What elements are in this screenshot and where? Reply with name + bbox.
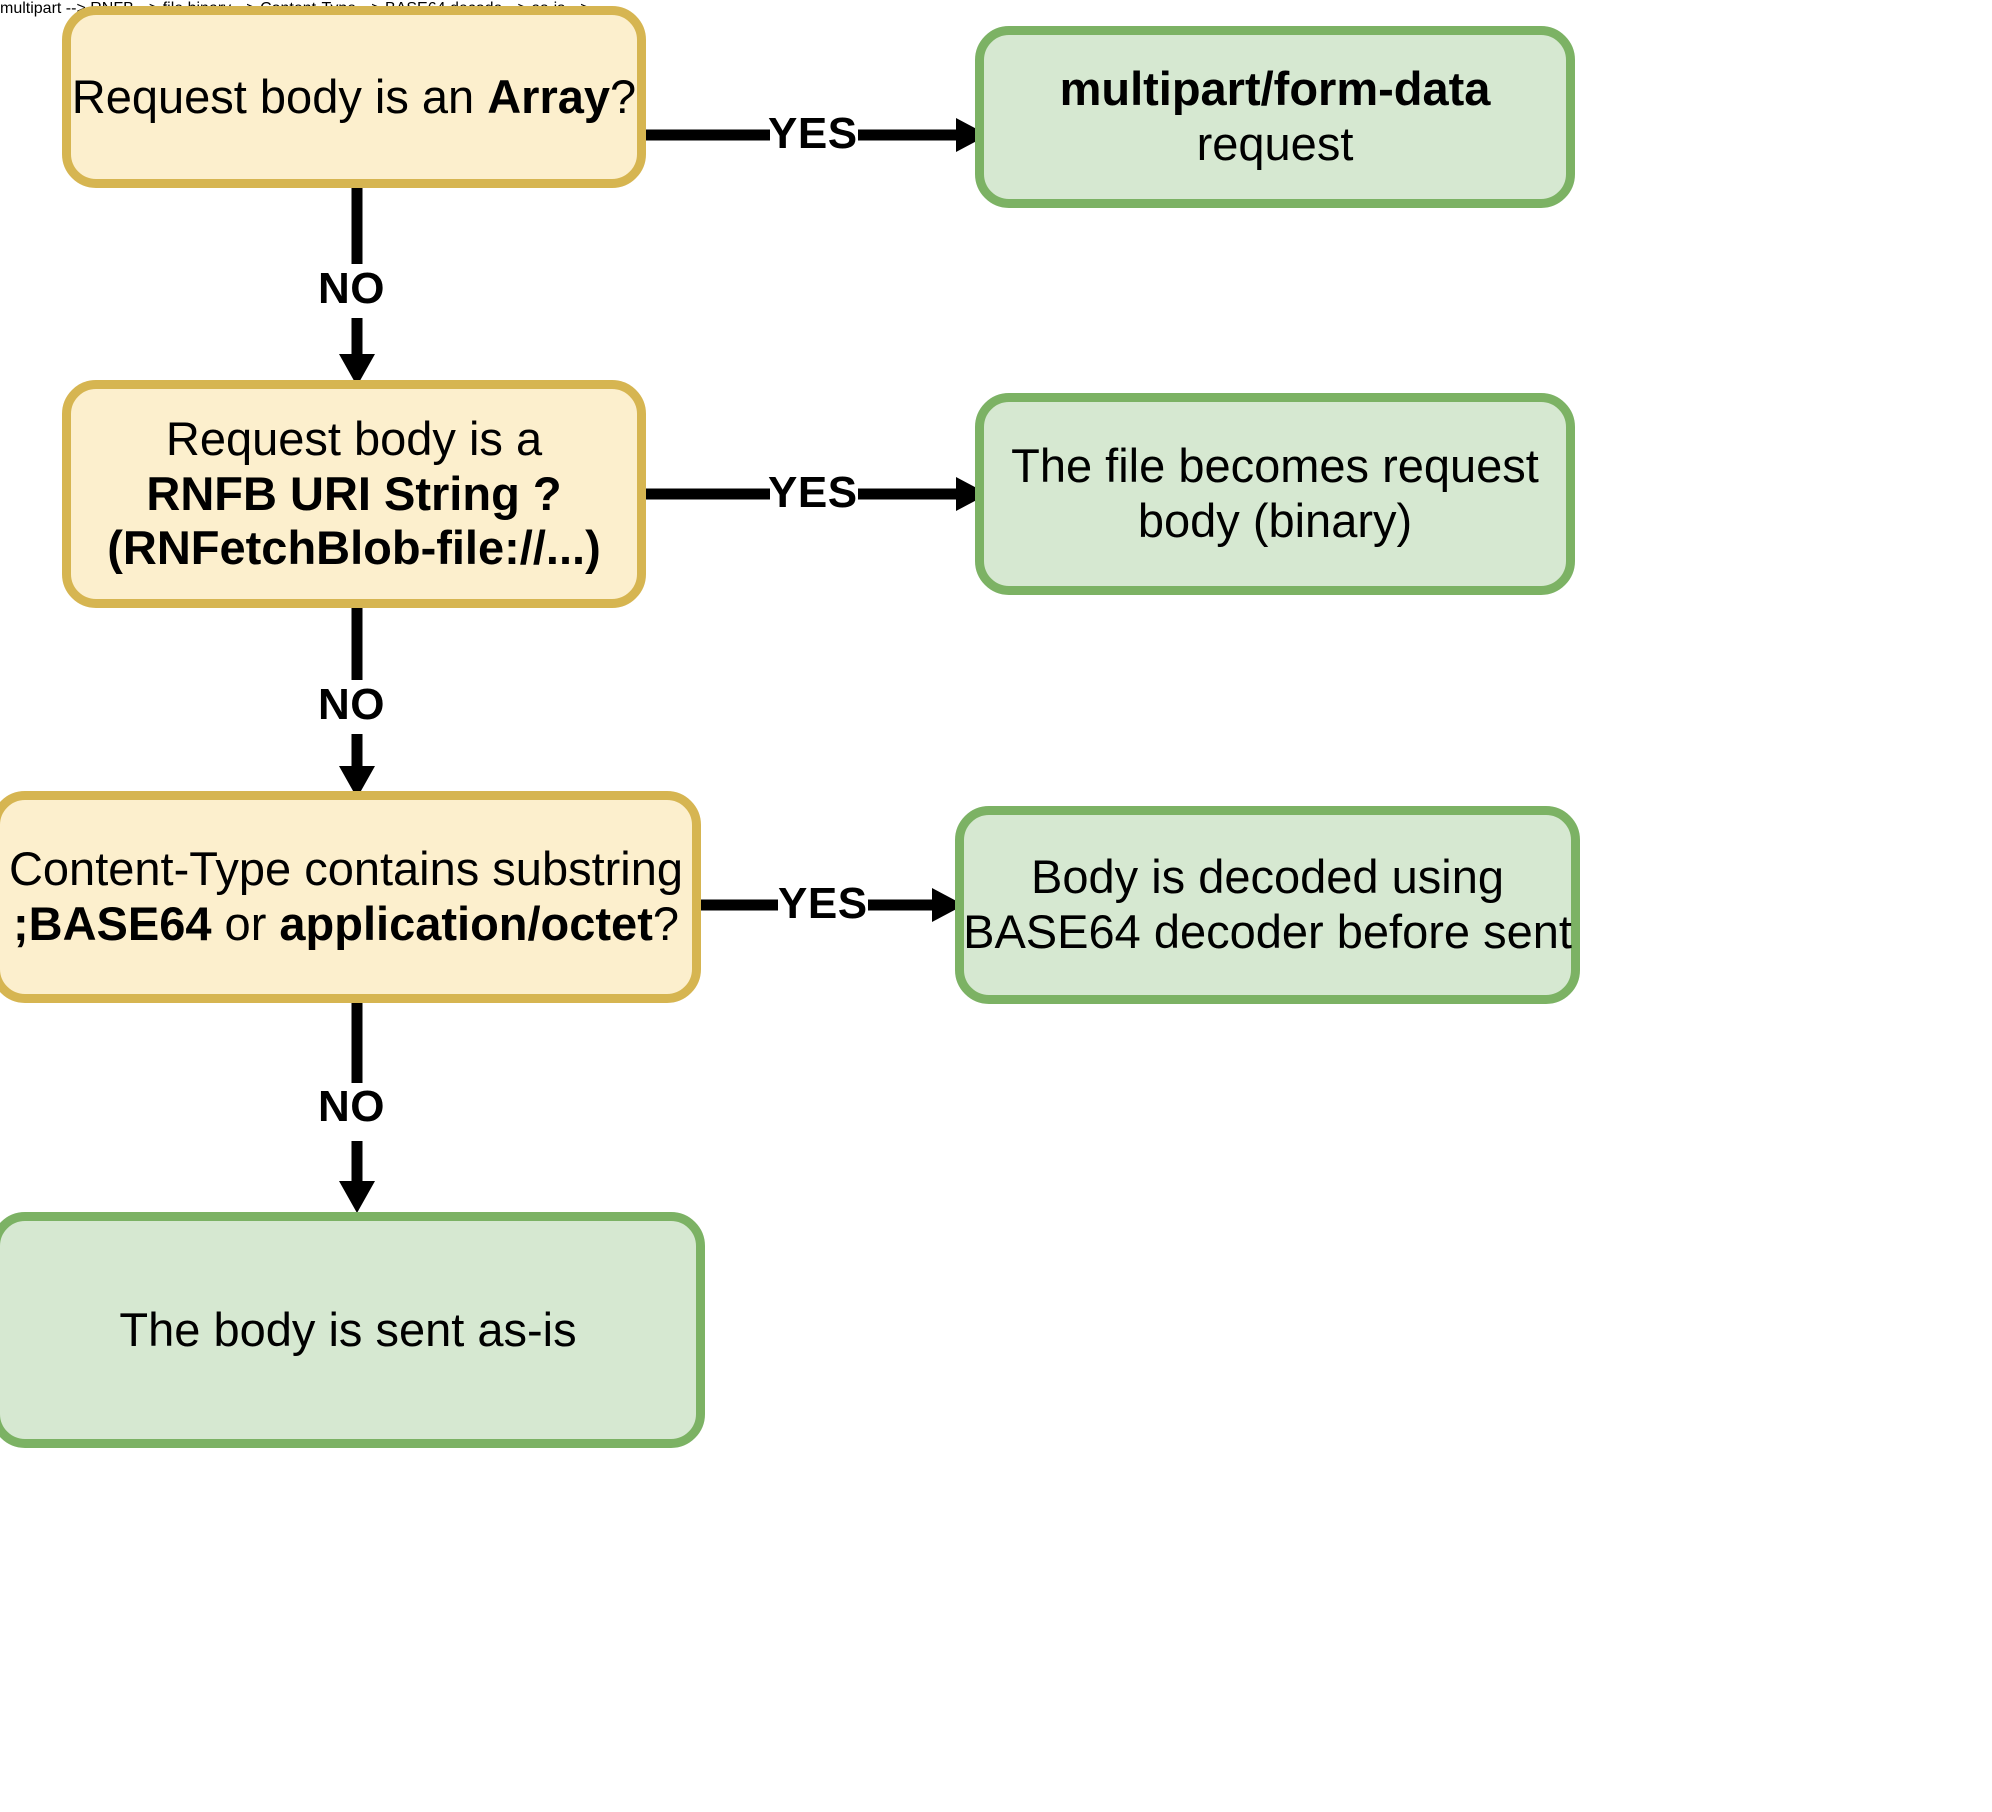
node-file-binary-result-line1: The file becomes request — [1011, 439, 1539, 493]
node-base64-result-line2: BASE64 decoder before sent — [963, 905, 1572, 958]
node-multipart-result-line1: multipart/form-data — [1059, 62, 1491, 116]
node-content-type-check-line2: ;BASE64 or application/octet? — [13, 897, 679, 952]
node-content-type-check-tail: ? — [652, 897, 679, 950]
node-file-binary-result[interactable]: The file becomes request body (binary) — [975, 393, 1575, 595]
node-content-type-check-plain: or — [211, 897, 280, 950]
node-content-type-check-bold-b: application/octet — [279, 897, 653, 950]
node-as-is-result[interactable]: The body is sent as-is — [0, 1212, 705, 1448]
node-array-check[interactable]: Request body is an Array? — [62, 6, 646, 188]
node-rnfb-check-line1: Request body is a — [165, 412, 543, 466]
node-file-binary-result-line2: body (binary) — [1137, 494, 1413, 547]
node-array-check-text-tail: ? — [610, 69, 637, 123]
node-base64-result[interactable]: Body is decoded using BASE64 decoder bef… — [955, 806, 1580, 1004]
edge-label-content-no: NO — [318, 1082, 385, 1131]
node-array-check-text-plain: Request body is an — [71, 69, 488, 123]
node-array-check-text-bold: Array — [487, 69, 611, 123]
edge-label-content-yes: YES — [778, 879, 868, 928]
node-content-type-check-bold-a: ;BASE64 — [12, 897, 212, 950]
node-multipart-result[interactable]: multipart/form-data request — [975, 26, 1575, 208]
node-rnfb-check-line2: RNFB URI String ? — [146, 466, 562, 520]
edge-label-rnfb-yes: YES — [768, 468, 858, 517]
node-array-check-text: Request body is an Array? — [72, 70, 636, 125]
node-rnfb-check-line3: (RNFetchBlob-file://...) — [107, 521, 601, 575]
node-as-is-result-line1: The body is sent as-is — [119, 1302, 577, 1356]
node-content-type-check-line1: Content-Type contains substring — [8, 842, 684, 896]
edge-label-array-no: NO — [318, 264, 385, 313]
node-base64-result-line1: Body is decoded using — [1031, 850, 1504, 904]
node-rnfb-check[interactable]: Request body is a RNFB URI String ? (RNF… — [62, 380, 646, 608]
edge-label-array-yes: YES — [768, 109, 858, 158]
node-content-type-check[interactable]: Content-Type contains substring ;BASE64 … — [0, 791, 701, 1003]
edge-label-rnfb-no: NO — [318, 680, 385, 729]
node-multipart-result-line2: request — [1196, 117, 1354, 170]
